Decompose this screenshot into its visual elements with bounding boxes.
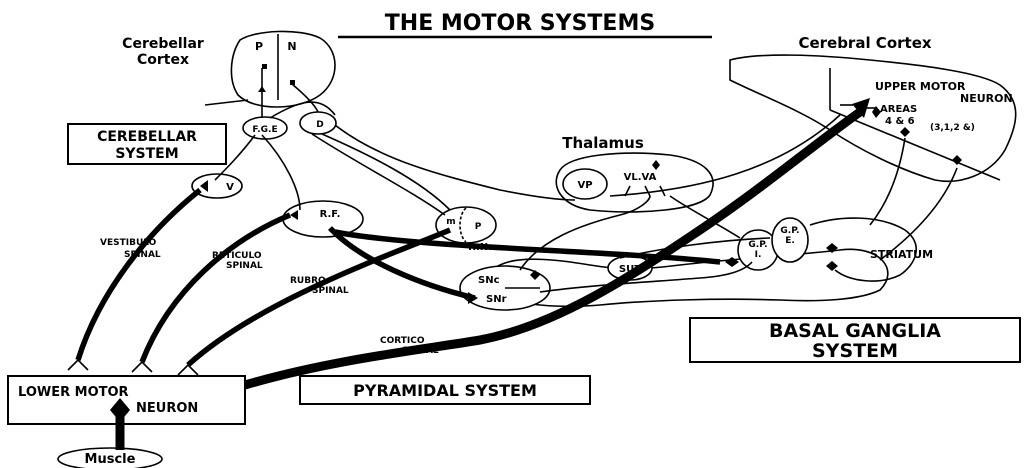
- diagram-title: THE MOTOR SYSTEMS: [385, 11, 655, 36]
- thalamus-label: Thalamus: [562, 134, 644, 152]
- pyramidal-system-label: PYRAMIDAL SYSTEM: [353, 381, 537, 400]
- snr-nucleus-label: SNr: [486, 294, 507, 305]
- pyramidal-system-box: PYRAMIDAL SYSTEM: [300, 376, 590, 404]
- vp-nucleus-label: VP: [577, 180, 592, 191]
- thalamus: Thalamus VP VL.VA: [556, 134, 713, 212]
- cerebral-cortex-label: Cerebral Cortex: [798, 34, 931, 52]
- basal-ganglia-structures: SNc SNr SUT G.P.I. G.P.E. STRIATUM: [460, 196, 933, 310]
- lower-motor-neuron-box: LOWER MOTORNEURON: [8, 376, 245, 424]
- muscle-label: Muscle: [85, 452, 136, 467]
- p-nucleus-label: P: [475, 222, 482, 232]
- fge-nucleus-label: F.G.E: [252, 125, 277, 135]
- cerebellum-n-label: N: [287, 40, 296, 53]
- snc-nucleus-label: SNc: [478, 275, 500, 286]
- rf-nucleus-label: R.F.: [320, 209, 341, 220]
- striatum-label: STRIATUM: [870, 248, 933, 261]
- vlva-nucleus-label: VL.VA: [624, 172, 657, 183]
- cerebellum-p-label: P: [255, 40, 263, 53]
- areas-sub-label: (3,1,2 &): [930, 123, 975, 133]
- m-nucleus-label: m: [446, 217, 455, 227]
- v-nucleus-label: V: [226, 182, 234, 193]
- d-nucleus-label: D: [316, 120, 323, 130]
